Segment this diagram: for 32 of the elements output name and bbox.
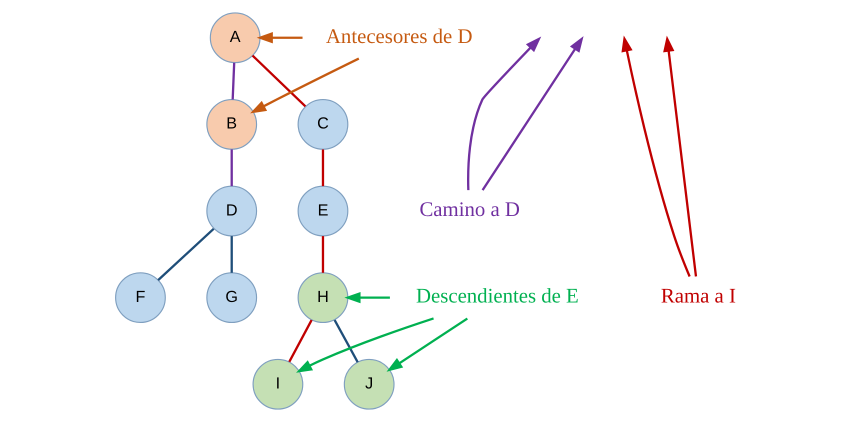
connector xyxy=(322,149,324,186)
connector xyxy=(252,54,306,108)
node-circle: I xyxy=(252,358,304,410)
node-circle: G xyxy=(206,272,258,324)
node-circle: A xyxy=(210,12,261,64)
node-text: Descendientes de E xyxy=(416,284,579,308)
arrow xyxy=(386,318,468,372)
arrow xyxy=(344,292,390,304)
arrow xyxy=(250,58,360,114)
node-circle: E xyxy=(298,186,348,236)
node-text: Camino a D xyxy=(419,198,520,222)
arrow xyxy=(296,317,434,373)
connector xyxy=(157,228,214,281)
node-circle: J xyxy=(344,358,395,410)
node-circle: H xyxy=(298,272,348,324)
arrow xyxy=(482,36,584,191)
connector xyxy=(230,236,233,273)
node-circle: F xyxy=(115,272,166,324)
connector xyxy=(322,236,324,273)
node-text: Rama a I xyxy=(660,284,736,308)
node-circle: D xyxy=(206,186,258,236)
node-circle: C xyxy=(298,98,348,150)
node-text: Antecesores de D xyxy=(326,24,472,48)
node-circle: B xyxy=(206,98,258,150)
arrow xyxy=(467,36,542,190)
connector xyxy=(230,149,233,186)
arrow xyxy=(621,36,691,277)
connector xyxy=(288,320,313,362)
arrow xyxy=(663,36,698,277)
connector xyxy=(334,320,359,363)
arrow xyxy=(256,32,303,44)
connector xyxy=(232,62,236,100)
